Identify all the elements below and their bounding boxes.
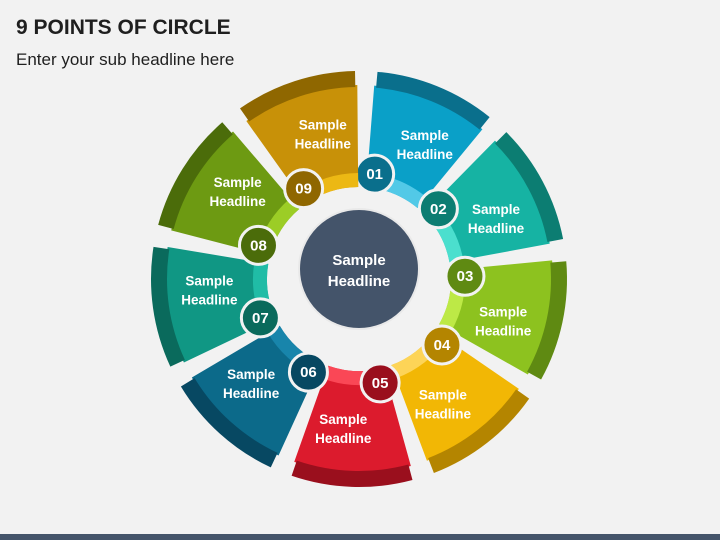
- page-subtitle: Enter your sub headline here: [16, 50, 235, 69]
- segment-rim: [239, 71, 356, 122]
- segment-label-line1: Sample: [319, 412, 368, 427]
- number-badge: [239, 297, 281, 339]
- segment-label-line2: Headline: [415, 406, 472, 421]
- segment-body: [164, 246, 276, 363]
- segment-rim: [376, 71, 490, 130]
- number-badge: [417, 188, 459, 230]
- number-badge: [421, 324, 463, 366]
- number-badge-label: 07: [252, 310, 269, 327]
- segment-rim: [495, 132, 564, 243]
- segment-label-line1: Sample: [479, 304, 528, 319]
- number-badge-label: 02: [430, 201, 447, 218]
- segment-rim: [158, 122, 233, 229]
- number-badge-label: 03: [457, 268, 474, 285]
- segment-label-line2: Headline: [315, 431, 372, 446]
- segment-label-line2: Headline: [475, 323, 532, 338]
- number-badge: [237, 224, 279, 266]
- number-badge-label: 09: [295, 181, 312, 198]
- segment-label-line1: Sample: [419, 387, 468, 402]
- number-badge: [283, 168, 325, 210]
- segment-label-line1: Sample: [227, 367, 276, 382]
- center-label-line1: Sample: [332, 252, 385, 269]
- segment-label-line1: Sample: [185, 273, 234, 288]
- segment-label-line2: Headline: [223, 386, 280, 401]
- segment-rim: [151, 246, 185, 367]
- segment-label-line1: Sample: [299, 117, 348, 132]
- segment-body: [246, 85, 359, 205]
- segment-body: [171, 131, 300, 256]
- number-badge-label: 08: [250, 237, 267, 254]
- number-badge-label: 04: [434, 337, 451, 354]
- segment-label-line2: Headline: [210, 194, 267, 209]
- number-badge-label: 01: [366, 166, 383, 183]
- page-title: 9 POINTS OF CIRCLE: [16, 16, 231, 39]
- segment-body: [391, 331, 519, 461]
- segment-label-line2: Headline: [181, 292, 238, 307]
- center-label-line2: Headline: [328, 273, 391, 290]
- segment-label-line1: Sample: [214, 175, 263, 190]
- number-badge: [359, 362, 401, 404]
- number-badge: [444, 255, 486, 297]
- number-badge-label: 06: [300, 364, 317, 381]
- segment-rim: [428, 389, 530, 474]
- segment-label-line1: Sample: [472, 202, 521, 217]
- number-badge: [287, 351, 329, 393]
- segment-label-line2: Headline: [468, 221, 525, 236]
- center-circle: Sample Headline: [298, 208, 420, 330]
- segment-label-line2: Headline: [397, 147, 454, 162]
- segments-group: SampleHeadline01SampleHeadline02SampleHe…: [151, 71, 567, 487]
- segment-rim: [180, 378, 278, 468]
- segment-rim: [291, 460, 413, 487]
- segment-rim: [527, 261, 567, 380]
- segment-label-line1: Sample: [401, 128, 450, 143]
- segment-body: [366, 85, 483, 209]
- bottom-accent-bar: [0, 534, 720, 540]
- segment-label-line2: Headline: [295, 136, 352, 151]
- number-badge-label: 05: [372, 375, 389, 392]
